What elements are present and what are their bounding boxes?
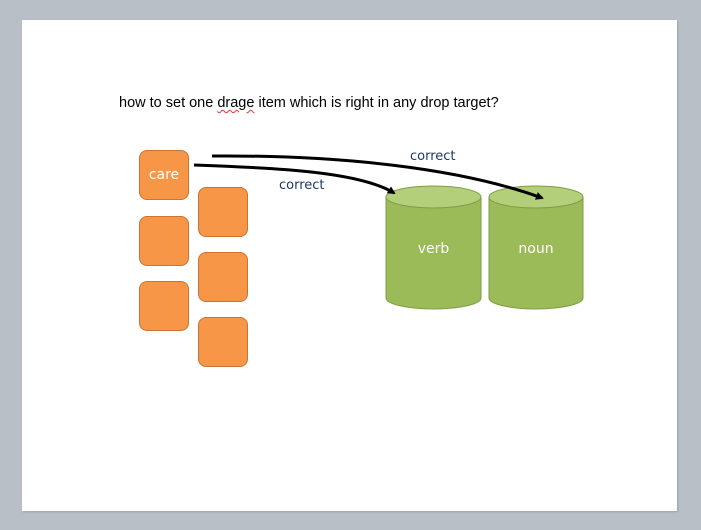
arrow-care-to-verb bbox=[193, 163, 396, 195]
drag-item-empty[interactable] bbox=[198, 187, 248, 237]
question-prefix: how to set one bbox=[119, 95, 218, 111]
cylinder-body bbox=[488, 196, 584, 310]
drag-item-empty[interactable] bbox=[198, 252, 248, 302]
drag-item-empty[interactable] bbox=[139, 216, 189, 266]
drag-item-label: care bbox=[148, 167, 180, 183]
question-text: how to set one drage item which is right… bbox=[119, 95, 499, 111]
misspelled-word[interactable]: drage bbox=[217, 95, 255, 111]
cylinder-top bbox=[385, 185, 482, 209]
arrow-care-to-noun bbox=[211, 154, 544, 200]
cylinder-body bbox=[385, 196, 482, 310]
drag-item-empty[interactable] bbox=[139, 281, 189, 331]
drop-target-label: noun bbox=[518, 241, 553, 257]
question-suffix: item which is right in any drop target? bbox=[254, 95, 499, 111]
drop-target-noun[interactable]: noun bbox=[488, 185, 584, 310]
drop-target-verb[interactable]: verb bbox=[385, 185, 482, 310]
drag-item-empty[interactable] bbox=[198, 317, 248, 367]
drop-target-label: verb bbox=[418, 241, 450, 257]
arrow-label-verb: correct bbox=[279, 178, 325, 193]
drag-item-care[interactable]: care bbox=[139, 150, 189, 200]
arrow-label-noun: correct bbox=[410, 149, 456, 164]
